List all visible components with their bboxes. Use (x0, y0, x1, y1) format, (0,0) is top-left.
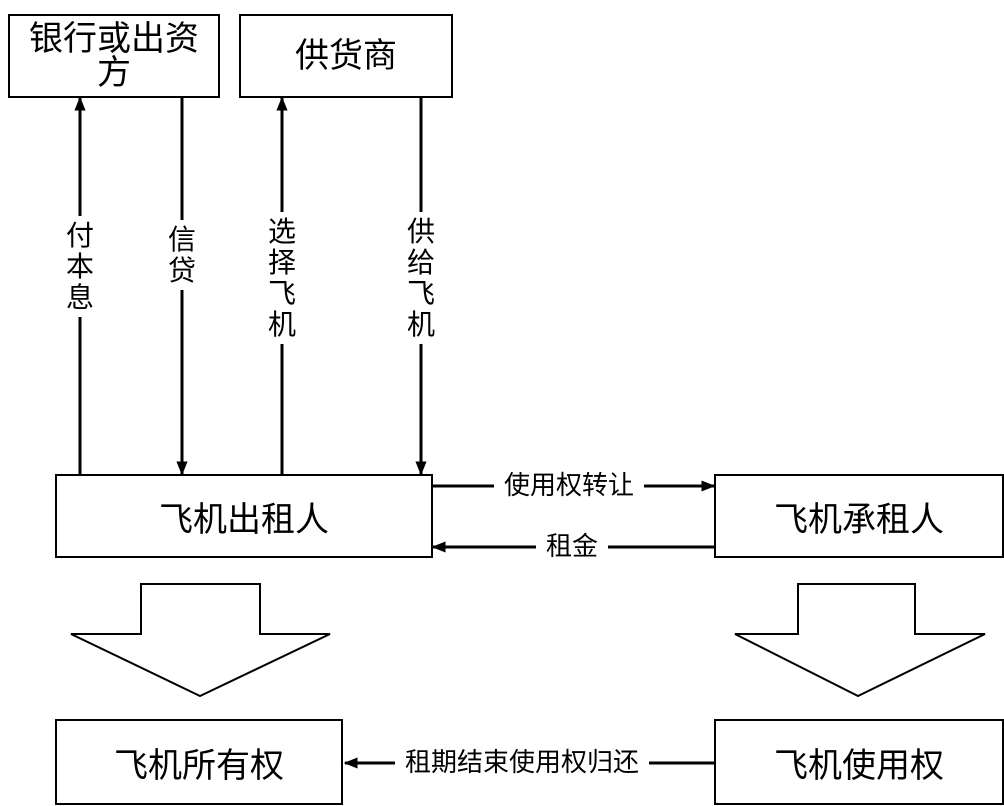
block-arrow-right (734, 583, 986, 698)
edge-label-transfer-usage: 使用权转让 (494, 469, 645, 503)
edge-label-return-usage: 租期结束使用权归还 (395, 746, 650, 780)
node-bank-label: 银行或出资方 (29, 19, 199, 93)
edge-label-supply-aircraft: 供给飞机 (406, 212, 436, 344)
node-lessor-label: 飞机出租人 (159, 499, 329, 540)
node-usage-right-label: 飞机使用权 (774, 745, 944, 786)
node-supplier-label: 供货商 (295, 36, 397, 76)
edge-label-pay-interest: 付本息 (65, 216, 95, 317)
node-lessor: 飞机出租人 (55, 474, 433, 558)
node-ownership: 飞机所有权 (55, 719, 343, 805)
node-ownership-label: 飞机所有权 (114, 745, 284, 786)
block-arrow-left (70, 583, 331, 698)
edge-label-select-aircraft: 选择飞机 (267, 212, 297, 344)
edge-label-rent: 租金 (536, 530, 609, 564)
node-lessee-label: 飞机承租人 (774, 499, 944, 540)
node-supplier: 供货商 (239, 14, 453, 98)
node-bank: 银行或出资方 (8, 14, 220, 98)
edge-label-credit: 信贷 (167, 220, 197, 290)
node-lessee: 飞机承租人 (714, 474, 1004, 558)
node-usage-right: 飞机使用权 (714, 719, 1004, 805)
